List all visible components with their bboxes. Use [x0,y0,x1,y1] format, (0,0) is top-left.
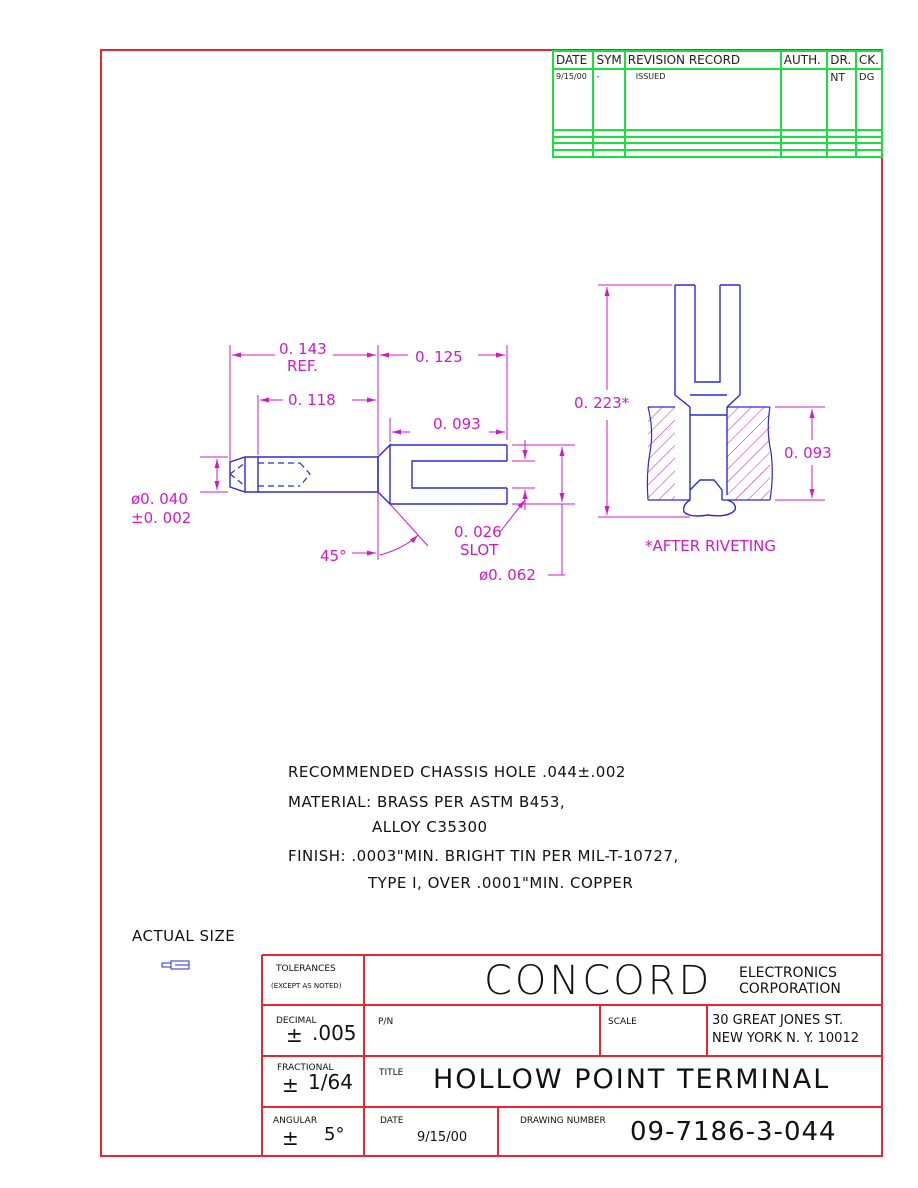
company-name: CONCORD [484,958,713,1004]
actual-size-icon [161,960,190,970]
dim-riveted-height: 0. 223* [574,394,630,412]
dim-tip-length: 0. 118 [288,391,336,409]
riveted-view [646,284,773,517]
table-row [551,149,884,158]
rev-header-dr: DR. [826,50,857,70]
dim-tip-tolerance: ±0. 002 [131,509,191,527]
dim-body-diameter: ø0. 062 [479,566,536,584]
title-block-grid [261,954,883,1157]
material-note-1: MATERIAL: BRASS PER ASTM B453, [288,793,566,811]
address-line1: 30 GREAT JONES ST. [712,1013,844,1028]
rev-ck: DG [854,68,884,131]
company-sub2: CORPORATION [739,981,841,997]
finish-note-1: FINISH: .0003"MIN. BRIGHT TIN PER MIL-T-… [288,847,679,865]
dim-slot-depth: 0. 093 [433,415,481,433]
drawing-title: HOLLOW POINT TERMINAL [433,1064,831,1095]
fractional-value: 1/64 [308,1070,353,1094]
dim-slot-width: 0. 026 [454,523,502,541]
company-sub1: ELECTRONICS [739,965,837,981]
dim-tip-diameter: ø0. 040 [131,490,188,508]
rev-auth [779,68,829,131]
drawing-number-label: DRAWING NUMBER [520,1116,606,1126]
rev-record: ISSUED [623,68,782,131]
rev-header-ck: CK. [854,50,884,70]
angular-label: ANGULAR [273,1116,318,1126]
hidden-bore [229,462,311,487]
drawing-border [100,49,883,1157]
tolerances-label: TOLERANCES [276,964,336,974]
dim-chassis-thickness: 0. 093 [784,444,832,462]
dim-slot-section: 0. 125 [415,348,463,366]
actual-size-label: ACTUAL SIZE [132,927,236,945]
except-label: (EXCEPT AS NOTED) [271,982,342,990]
side-view-dimensions [200,345,575,576]
scale-label: SCALE [608,1017,637,1027]
revision-header-row: DATE SYM REVISION RECORD AUTH. DR. CK. [551,50,884,70]
date-label: DATE [380,1116,404,1126]
decimal-label: DECIMAL [276,1016,317,1026]
rev-dr: NT [826,68,857,131]
rev-header-sym: SYM [592,50,626,70]
fractional-label: FRACTIONAL [277,1063,334,1073]
title-label: TITLE [379,1068,404,1078]
material-note-2: ALLOY C35300 [372,818,488,836]
riveted-view-dimensions [598,284,825,518]
dim-chamfer-angle: 45° [320,547,347,565]
rev-date: 9/15/00 [551,68,595,131]
revision-table: DATE SYM REVISION RECORD AUTH. DR. CK. 9… [551,50,884,158]
angular-pm: ± [282,1126,299,1150]
rev-header-record: REVISION RECORD [623,50,782,70]
angular-value: 5° [324,1124,345,1145]
chassis-hole-note: RECOMMENDED CHASSIS HOLE .044±.002 [288,763,626,781]
dim-ref-length: 0. 143 [279,340,327,358]
address-line2: NEW YORK N. Y. 10012 [712,1031,859,1046]
decimal-value: .005 [312,1021,357,1045]
dim-ref-label: REF. [287,357,318,375]
terminal-side-view [229,443,508,506]
fractional-pm: ± [282,1073,299,1097]
dimension-labels: 0. 143 REF. 0. 125 0. 118 0. 093 ø0. 040… [131,340,832,584]
rev-sym: - [592,68,626,131]
after-riveting-note: *AFTER RIVETING [645,537,776,555]
drawing-number: 09-7186-3-044 [630,1117,837,1147]
table-row: 9/15/00 - ISSUED NT DG [551,68,884,131]
pn-label: P/N [378,1017,394,1027]
rev-header-auth: AUTH. [779,50,829,70]
dim-slot-label: SLOT [460,541,499,559]
decimal-pm: ± [286,1023,303,1047]
finish-note-2: TYPE I, OVER .0001"MIN. COPPER [368,874,634,892]
date-value: 9/15/00 [417,1130,468,1145]
rev-header-date: DATE [551,50,595,70]
